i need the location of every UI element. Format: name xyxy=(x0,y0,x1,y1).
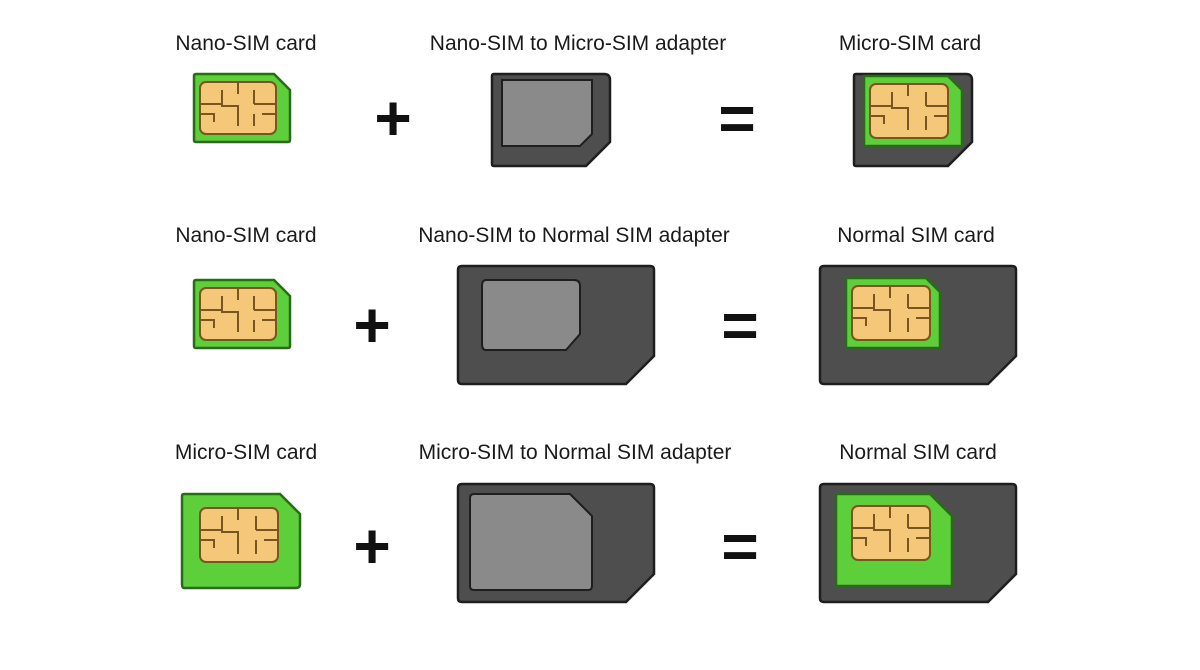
micro-sim-card-icon xyxy=(180,492,302,590)
normal-sim-card-icon xyxy=(818,264,1018,386)
row2-result-label: Normal SIM card xyxy=(837,224,995,247)
nano-to-micro-adapter-icon xyxy=(490,72,612,168)
row2-plus-sign: + xyxy=(353,289,391,361)
row3-plus-sign: + xyxy=(353,510,391,582)
normal-sim-card-icon xyxy=(818,482,1018,604)
adapter-slot xyxy=(469,493,593,591)
row3-adapter-label: Micro-SIM to Normal SIM adapter xyxy=(418,441,732,464)
micro-sim-card-icon xyxy=(852,72,974,168)
row3-equals-sign: = xyxy=(721,510,759,582)
sim-chip-icon xyxy=(199,287,277,341)
sim-chip-icon xyxy=(199,81,277,135)
row3-result-label: Normal SIM card xyxy=(839,441,997,464)
adapter-slot xyxy=(481,279,581,351)
row2-left-label: Nano-SIM card xyxy=(175,224,317,247)
nano-sim-card-icon xyxy=(192,72,292,144)
row2-equals-sign: = xyxy=(721,289,759,361)
nano-to-normal-adapter-icon xyxy=(456,264,656,386)
row3-left-label: Micro-SIM card xyxy=(174,441,318,464)
sim-chip-icon xyxy=(199,507,279,563)
row1-equals-sign: = xyxy=(718,82,756,154)
row1-left-label: Nano-SIM card xyxy=(175,32,317,55)
sim-chip-icon xyxy=(851,505,931,561)
row1-plus-sign: + xyxy=(374,82,412,154)
sim-chip-icon xyxy=(869,83,949,139)
micro-to-normal-adapter-icon xyxy=(456,482,656,604)
sim-chip-icon xyxy=(851,285,931,341)
row1-adapter-label: Nano-SIM to Micro-SIM adapter xyxy=(429,32,727,55)
row2-adapter-label: Nano-SIM to Normal SIM adapter xyxy=(418,224,730,247)
adapter-slot xyxy=(501,79,593,147)
nano-sim-card-icon xyxy=(192,278,292,350)
row1-result-label: Micro-SIM card xyxy=(838,32,982,55)
